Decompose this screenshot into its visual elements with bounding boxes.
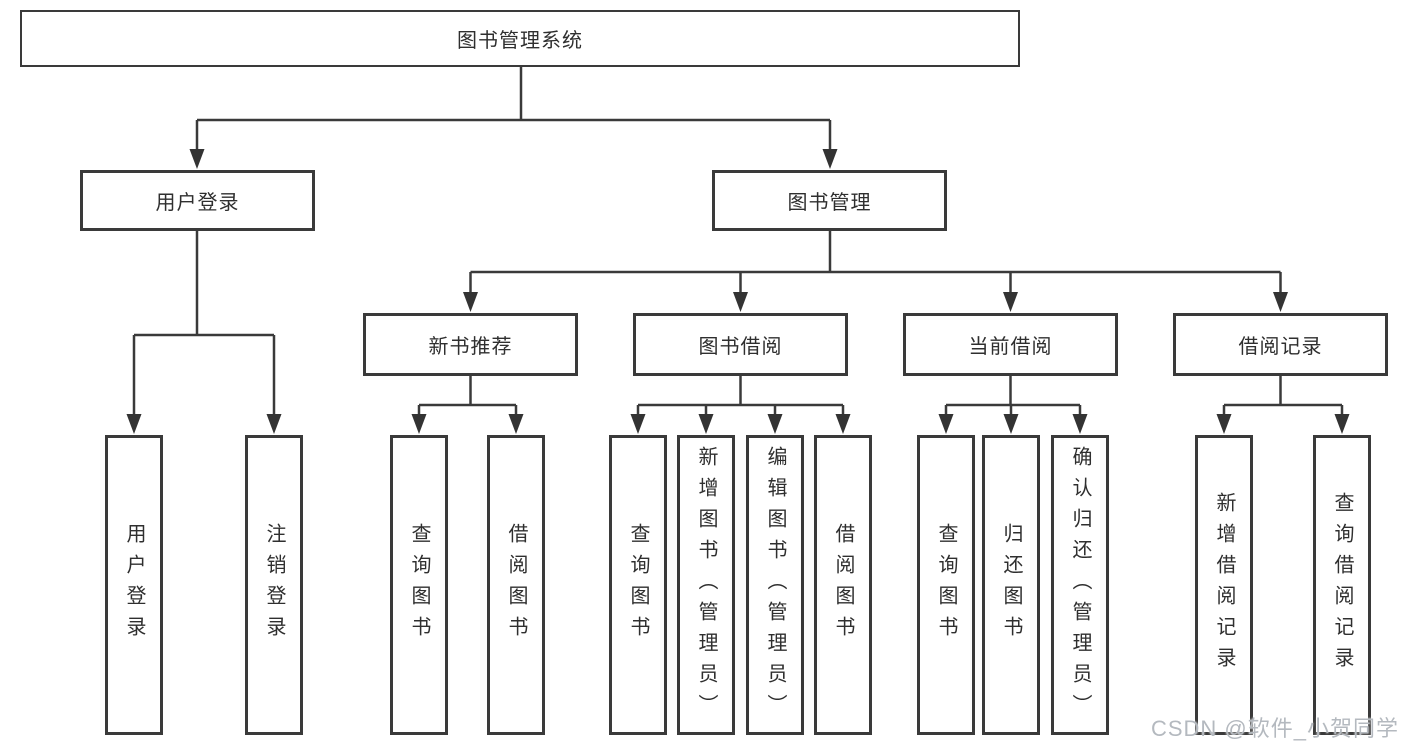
node-book-management: 图书管理 [712,170,947,231]
leaf-borrow-books: 借阅图书 [814,435,872,735]
arrowhead-icons [126,149,1350,434]
leaf-query-borrow-record: 查询借阅记录 [1313,435,1371,735]
node-borrow-records: 借阅记录 [1173,313,1388,376]
node-library-management-system: 图书管理系统 [20,10,1020,67]
node-user-login: 用户登录 [80,170,315,231]
node-new-book-recommend: 新书推荐 [363,313,578,376]
node-current-borrow: 当前借阅 [903,313,1118,376]
leaf-confirm-return-admin: 确认归还（管理员） [1051,435,1109,735]
leaf-logout: 注销登录 [245,435,303,735]
leaf-query-books-borrow: 查询图书 [609,435,667,735]
leaf-borrow-books-recommend: 借阅图书 [487,435,545,735]
leaf-edit-book-admin: 编辑图书（管理员） [746,435,804,735]
leaf-add-book-admin: 新增图书（管理员） [677,435,735,735]
leaf-return-book: 归还图书 [982,435,1040,735]
csdn-watermark: CSDN @软件_小贺同学 [1150,716,1399,741]
leaf-user-login: 用户登录 [105,435,163,735]
leaf-query-books-current: 查询图书 [917,435,975,735]
leaf-query-books-recommend: 查询图书 [390,435,448,735]
node-book-borrow: 图书借阅 [633,313,848,376]
leaf-add-borrow-record: 新增借阅记录 [1195,435,1253,735]
